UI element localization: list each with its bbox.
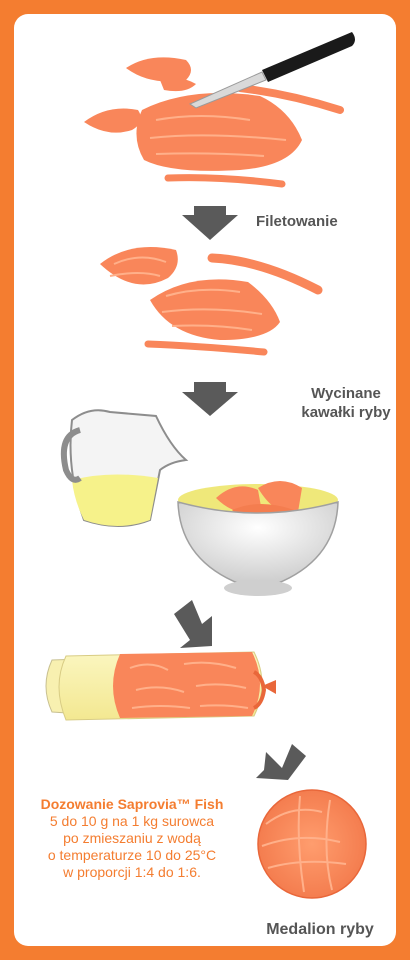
dosage-info: Dozowanie Saprovia™ Fish 5 do 10 g na 1 … [18,796,246,881]
step-label-cut-pieces: Wycinane kawałki ryby [292,384,400,422]
bowl-with-fish-icon [178,481,338,596]
step-label-cut-line1: Wycinane [292,384,400,403]
fillet-pieces [100,247,318,352]
pitcher-icon [64,410,186,526]
dosage-line: w proporcji 1:4 do 1:6. [18,864,246,881]
dosage-line: 5 do 10 g na 1 kg surowca [18,813,246,830]
arrow-down-icon [182,206,238,240]
dosage-title: Dozowanie Saprovia™ Fish [18,796,246,813]
step-label-filleting: Filetowanie [256,213,356,230]
dosage-line: po zmieszaniu z wodą [18,830,246,847]
arrow-diagonal-icon [256,744,306,780]
dosage-line: o temperaturze 10 do 25°C [18,847,246,864]
step-label-cut-line2: kawałki ryby [292,403,400,422]
arrow-diagonal-icon [174,600,212,648]
fillet-with-knife [84,32,355,184]
step-label-medallion: Medalion ryby [250,921,390,939]
medallion-icon [258,790,366,898]
casing-roll-icon [46,652,276,720]
arrow-down-icon [182,382,238,416]
